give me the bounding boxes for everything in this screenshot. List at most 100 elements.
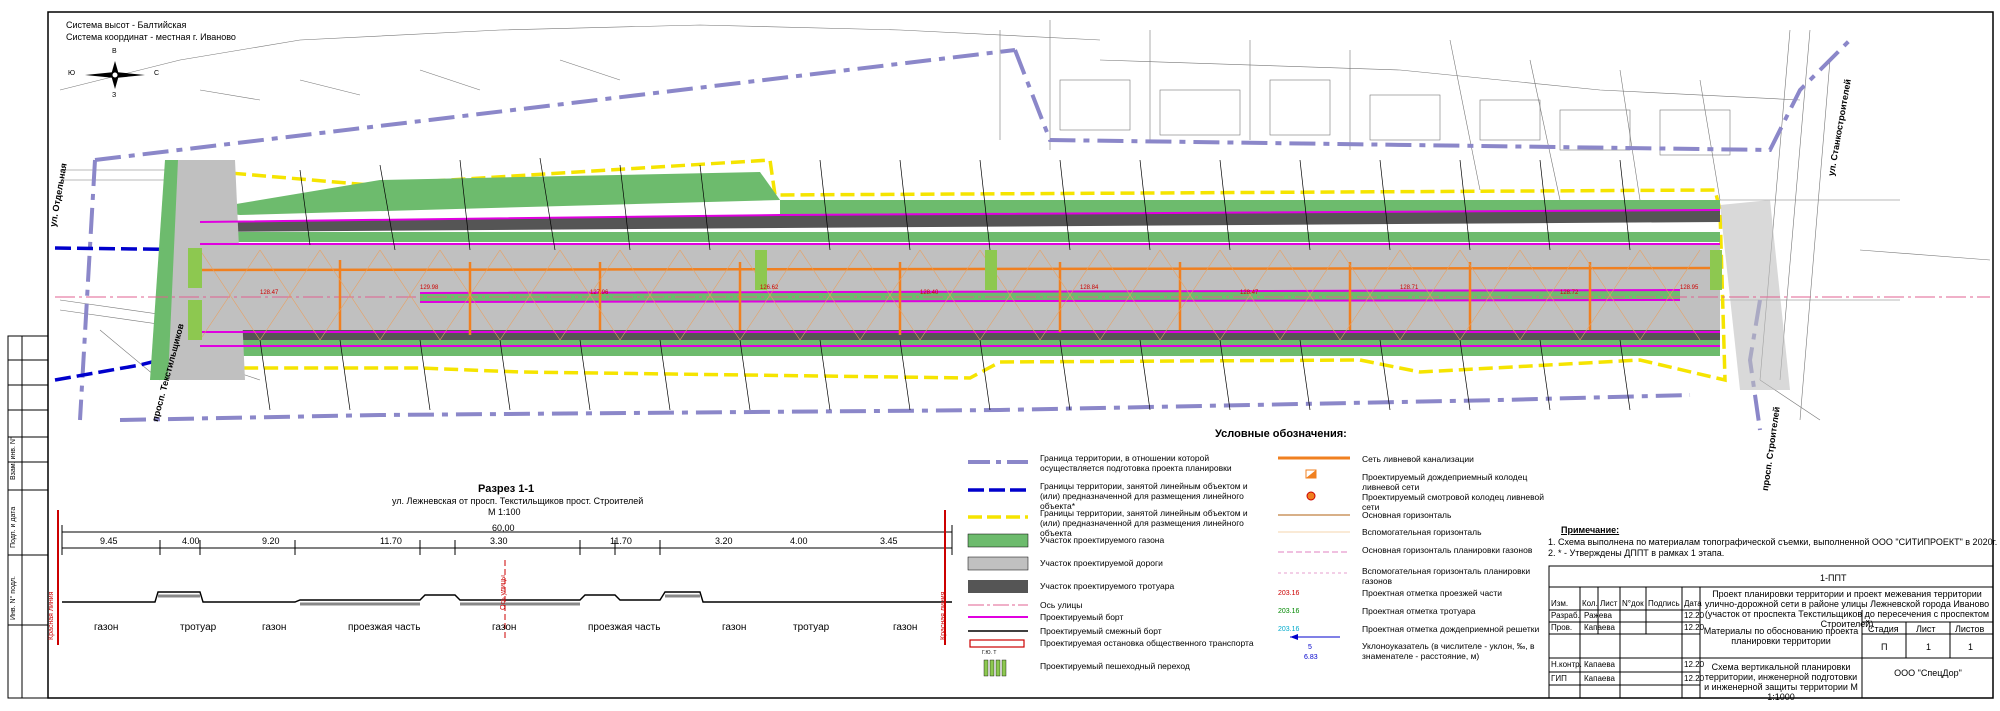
elevation-label: 128.40 xyxy=(920,290,939,296)
side-stamp-sign: Подп. и дата xyxy=(10,506,17,548)
compass-rose xyxy=(85,61,145,89)
legend-item-left: Участок проектируемой дороги xyxy=(1040,558,1163,568)
leader-lines xyxy=(259,157,1631,411)
stamp-col-header: Изм. xyxy=(1551,599,1569,608)
legend-swatches xyxy=(967,456,1350,677)
stamp-col-header: Кол. xyxy=(1582,599,1598,608)
note-item-1: 1. Схема выполнена по материалам топогра… xyxy=(1548,537,1998,547)
section-subtitle: ул. Лежневская от просп. Текстильщиков п… xyxy=(392,496,644,506)
elevation-label: 126.62 xyxy=(760,285,779,291)
side-stamp xyxy=(7,335,49,699)
legend-item-right: Основная горизонталь xyxy=(1362,510,1452,520)
stamp-sheets-header: Листов xyxy=(1955,624,1985,634)
stamp-col-header: N°док xyxy=(1622,599,1644,608)
side-stamp-inv: Инв. N° подл. xyxy=(10,576,17,620)
elevation-label: 128.84 xyxy=(1080,285,1099,291)
legend-item-left: Границы территории, занятой линейным объ… xyxy=(1040,508,1248,538)
note-title: Примечание: xyxy=(1561,525,1620,535)
cross-section xyxy=(57,510,953,645)
legend-item-right: Сеть ливневой канализации xyxy=(1362,454,1474,464)
section-dim: 9.45 xyxy=(100,536,118,546)
section-dim: 3.30 xyxy=(490,536,508,546)
stamp-row-role: Н.контр. xyxy=(1551,660,1582,669)
legend-item-right: Проектная отметка тротуара xyxy=(1362,606,1476,616)
section-label: тротуар xyxy=(793,622,830,633)
section-title: Разрез 1-1 xyxy=(478,483,535,495)
legend-item-left: Ось улицы xyxy=(1040,600,1083,610)
stamp-project: Проект планировки территории и проект ме… xyxy=(1704,589,1990,629)
stamp-code: 1-ППТ xyxy=(1820,573,1847,583)
section-label: проезжая часть xyxy=(588,622,661,633)
compass-south: Ю xyxy=(68,70,76,77)
stamp-col-header: Подпись xyxy=(1648,599,1680,608)
stamp-stage-header: Стадия xyxy=(1868,624,1899,634)
elevation-label: 128.95 xyxy=(1680,285,1699,291)
section-label: тротуар xyxy=(180,622,217,633)
legend-item-left: Участок проектируемого тротуара xyxy=(1040,581,1175,591)
height-system: Система высот - Балтийская xyxy=(66,20,187,30)
legend-item-left: Участок проектируемого газона xyxy=(1040,535,1165,545)
section-dim: 11.70 xyxy=(380,536,402,546)
stamp-sheet: 1 xyxy=(1926,642,1932,652)
mark-slope-bottom: 6.83 xyxy=(1304,654,1318,661)
stamp-materials: Материалы по обоснованию проекта планиро… xyxy=(1703,626,1859,646)
legend-item-right: Проектная отметка дождеприемной решетки xyxy=(1362,624,1540,634)
legend-item-left: Проектируемая остановка общественного тр… xyxy=(1040,638,1254,648)
stop-label: Г.Ю. Т xyxy=(982,650,997,656)
legend-item-left: Проектируемый борт xyxy=(1040,612,1124,622)
pedestrian-crossings xyxy=(188,248,1722,340)
section-label: газон xyxy=(94,622,119,633)
stamp-col-header: Лист xyxy=(1600,599,1618,608)
legend-title: Условные обозначения: xyxy=(1215,428,1347,440)
section-scale: М 1:100 xyxy=(488,507,521,517)
section-label: проезжая часть xyxy=(348,622,421,633)
stamp-sheets: 1 xyxy=(1968,642,1974,652)
legend-item-right: Проектная отметка проезжей части xyxy=(1362,588,1503,598)
yellow-boundary xyxy=(178,158,1727,383)
red-line-left: Красная линия xyxy=(48,591,55,640)
section-dim: 9.20 xyxy=(262,536,280,546)
legend-item-right: Проектируемый дождеприемный колодец ливн… xyxy=(1362,472,1528,492)
section-label: газон xyxy=(722,622,747,633)
title-block-frame xyxy=(1548,565,1994,699)
legend-item-right: Проектируемый смотровой колодец ливневой… xyxy=(1362,492,1544,512)
section-dim: 4.00 xyxy=(790,536,808,546)
stamp-row-name: Капаева xyxy=(1584,674,1615,683)
section-dim: 3.20 xyxy=(715,536,733,546)
legend-item-left: Проектируемый пешеходный переход xyxy=(1040,661,1190,671)
mark-slope-top: 5 xyxy=(1308,644,1312,651)
legend-item-left: Граница территории, в отношении которой … xyxy=(1040,453,1232,473)
section-total: 60,00 xyxy=(492,523,515,533)
elevation-label: 128.47 xyxy=(260,290,279,296)
mark-road: 203.16 xyxy=(1278,590,1300,597)
section-dim: 11.70 xyxy=(610,536,632,546)
red-line-right: Красная линия xyxy=(940,591,947,640)
stamp-stage: П xyxy=(1881,642,1888,652)
elevation-label: 128.47 xyxy=(1240,290,1259,296)
curbs xyxy=(199,209,1721,347)
mark-grate: 203.16 xyxy=(1278,626,1300,633)
mark-walk: 203.16 xyxy=(1278,608,1300,615)
section-dim: 4.00 xyxy=(182,536,200,546)
stamp-row-date: 12.20 xyxy=(1684,674,1705,683)
stamp-col-header: Дата xyxy=(1684,599,1702,608)
compass-east: В xyxy=(112,48,117,55)
legend-item-right: Основная горизонталь планировки газонов xyxy=(1362,545,1533,555)
stamp-row-name: Ражева xyxy=(1584,611,1612,620)
stamp-sheet-header: Лист xyxy=(1916,624,1936,634)
stamp-row-name: Капаева xyxy=(1584,623,1615,632)
stamp-row-role: Разраб. xyxy=(1551,611,1580,620)
axis-label: Ось улицы xyxy=(500,575,507,610)
contour-hatching xyxy=(199,249,1701,341)
compass-west: З xyxy=(112,92,117,99)
legend-item-right: Вспомогательная горизонталь xyxy=(1362,527,1482,537)
stamp-row-date: 12.20 xyxy=(1684,623,1705,632)
section-label: газон xyxy=(893,622,918,633)
section-dim: 3.45 xyxy=(880,536,898,546)
section-label: газон xyxy=(262,622,287,633)
side-stamp-replace: Взам. инв. N° xyxy=(10,436,17,480)
stamp-row-role: Пров. xyxy=(1551,623,1573,632)
legend-item-right: Уклоноуказатель (в числителе - уклон, ‰,… xyxy=(1362,641,1535,661)
